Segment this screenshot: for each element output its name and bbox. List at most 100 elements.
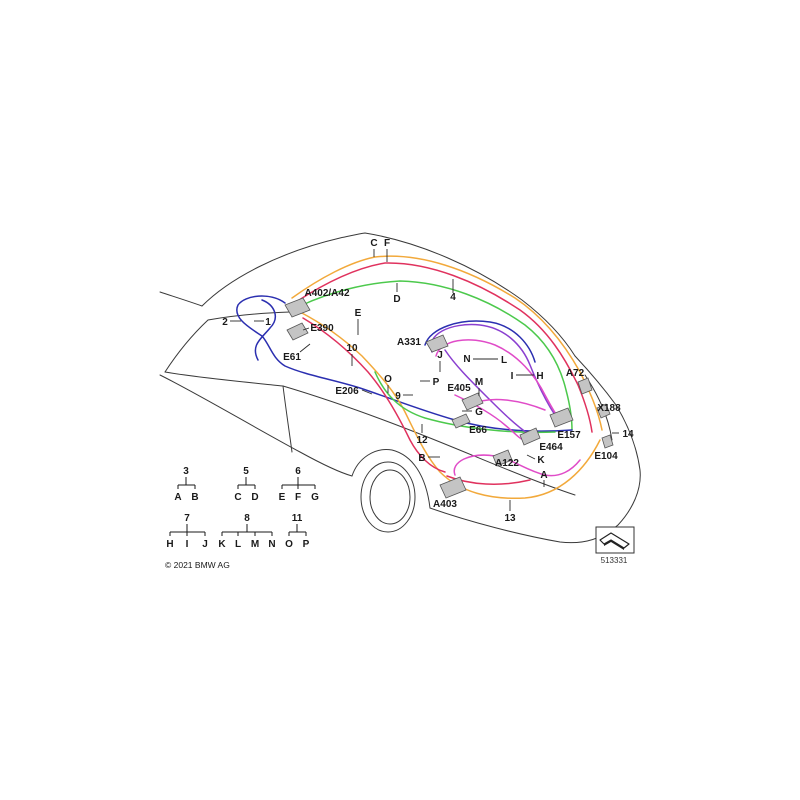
legend-bracket [281, 477, 316, 489]
legend-item: F [295, 492, 301, 503]
legend-group: 11 O P [285, 513, 310, 550]
side-window-bottom [164, 371, 284, 387]
legend-bracket [169, 524, 206, 536]
legend-group-label: 8 [244, 513, 250, 524]
legend: 3 A B 5 C D 6 E F G 7 H I J [166, 466, 319, 550]
wire-blue-center [424, 320, 536, 363]
leader-line [299, 343, 311, 353]
legend-item: K [218, 539, 226, 550]
wire-green-body [374, 371, 556, 434]
legend-item: J [202, 539, 208, 550]
wire-magenta-center [435, 339, 561, 421]
legend-item: N [268, 539, 275, 550]
door-line [282, 385, 293, 453]
callout-n: N [463, 354, 470, 365]
module-e405 [461, 392, 484, 411]
legend-item: G [311, 492, 319, 503]
callout-a402-a42: A402/A42 [304, 288, 349, 299]
icon-arrow-shadow [604, 540, 624, 550]
callout-e157: E157 [557, 430, 581, 441]
module-e66 [451, 413, 471, 429]
callout-e405: E405 [447, 383, 471, 394]
wire-purple-center [430, 323, 556, 416]
wire-red-roof [295, 262, 593, 433]
callout-m: M [475, 377, 483, 388]
callout-9: 9 [395, 391, 401, 402]
callout-e: E [355, 308, 362, 319]
callout-a403: A403 [433, 499, 457, 510]
callout-l: L [501, 355, 507, 366]
legend-item: L [235, 539, 241, 550]
connector-x188 [596, 403, 611, 419]
leader-lines [230, 249, 619, 511]
callout-a72: A72 [566, 368, 585, 379]
legend-item: M [251, 539, 259, 550]
legend-group-label: 7 [184, 513, 190, 524]
legend-item: B [191, 492, 198, 503]
wire-red-body [302, 317, 446, 473]
legend-item: D [251, 492, 258, 503]
wire-blue-rear-loop [254, 299, 277, 361]
wheel-arch [351, 449, 431, 509]
side-crease [282, 385, 576, 496]
callout-k: K [537, 455, 545, 466]
callout-4: 4 [450, 292, 456, 303]
callout-e66: E66 [469, 425, 487, 436]
callout-labels: C F A402/A42 D 4 E 2 1 E390 10 A331 J N … [222, 238, 634, 524]
legend-item: A [174, 492, 181, 503]
legend-item: H [166, 539, 173, 550]
module-e157 [549, 407, 574, 428]
module-a72 [577, 377, 593, 395]
callout-2: 2 [222, 317, 228, 328]
side-window-top [164, 311, 291, 373]
legend-bracket [221, 524, 273, 536]
callout-c: C [370, 238, 377, 249]
module-e390 [286, 322, 309, 341]
wire-green-roof [299, 280, 573, 431]
callout-a331: A331 [397, 337, 421, 348]
legend-group-label: 6 [295, 466, 301, 477]
callout-14: 14 [622, 429, 634, 440]
hood-line [574, 355, 617, 406]
callout-e104: E104 [594, 451, 618, 462]
callout-x188: X188 [597, 403, 621, 414]
car-outline [159, 232, 641, 544]
callout-e61: E61 [283, 352, 301, 363]
module-a122 [492, 449, 513, 467]
legend-group-label: 11 [292, 513, 303, 524]
legend-group-label: 3 [183, 466, 189, 477]
rocker-line [429, 507, 619, 544]
callout-10: 10 [346, 343, 358, 354]
wire-magenta-lower [453, 454, 581, 477]
copyright-text: © 2021 BMW AG [165, 560, 230, 570]
module-e104 [601, 434, 614, 449]
module-a331 [425, 334, 449, 353]
legend-item: O [285, 539, 293, 550]
wheel-rim [369, 469, 411, 525]
legend-bracket [177, 477, 196, 489]
module-a403 [439, 476, 467, 499]
legend-item: C [234, 492, 241, 503]
legend-group: 5 C D [234, 466, 258, 503]
callout-1: 1 [265, 317, 271, 328]
callout-a122: A122 [495, 458, 519, 469]
legend-group: 6 E F G [279, 466, 319, 503]
lower-body-line [159, 374, 353, 477]
leader-line [361, 389, 373, 395]
legend-item: E [279, 492, 286, 503]
orientation-arrow-icon [595, 526, 635, 554]
module-a402-a42 [284, 297, 311, 318]
module-e464 [519, 427, 541, 446]
roof-line [201, 232, 576, 357]
leader-line [302, 327, 310, 331]
wire-orange-roof [291, 255, 603, 431]
front-fascia [615, 404, 641, 526]
legend-group-label: 5 [243, 466, 249, 477]
wire-orange-body [299, 311, 601, 500]
callout-j: J [437, 350, 443, 361]
callout-a: A [540, 470, 547, 481]
wire-purple-branch [444, 349, 531, 436]
callout-h: H [536, 371, 543, 382]
diagram-number: 513331 [601, 556, 628, 565]
